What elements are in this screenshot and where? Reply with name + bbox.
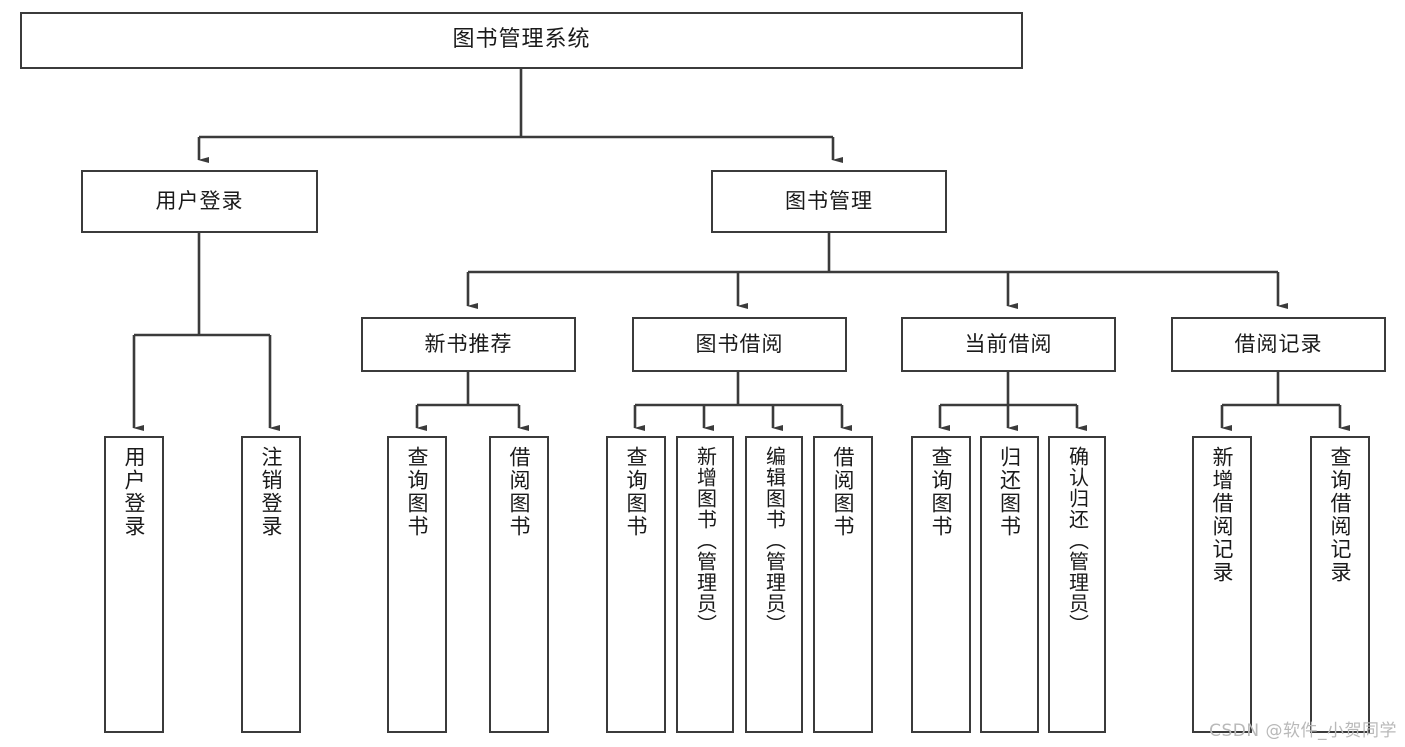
node-leaf-borrow-book-2[interactable]: 借阅图书 [813, 436, 873, 733]
node-leaf-user-login-label: 用户登录 [122, 446, 147, 538]
node-leaf-query-book-1-label: 查询图书 [405, 446, 430, 538]
node-leaf-logout[interactable]: 注销登录 [241, 436, 301, 733]
node-leaf-query-book-2[interactable]: 查询图书 [606, 436, 666, 733]
node-leaf-query-book-1[interactable]: 查询图书 [387, 436, 447, 733]
node-user-login-label: 用户登录 [155, 188, 244, 213]
node-book-manage[interactable]: 图书管理 [711, 170, 947, 233]
node-leaf-confirm-return[interactable]: 确认归还（管理员） [1048, 436, 1106, 733]
node-leaf-add-record-label: 新增借阅记录 [1210, 446, 1235, 584]
node-new-book-rec[interactable]: 新书推荐 [361, 317, 576, 372]
node-leaf-user-login[interactable]: 用户登录 [104, 436, 164, 733]
node-leaf-borrow-book-1[interactable]: 借阅图书 [489, 436, 549, 733]
node-leaf-add-record[interactable]: 新增借阅记录 [1192, 436, 1252, 733]
node-leaf-confirm-return-label: 确认归还（管理员） [1065, 446, 1090, 635]
node-book-borrow[interactable]: 图书借阅 [632, 317, 847, 372]
node-leaf-query-book-2-label: 查询图书 [624, 446, 649, 538]
node-leaf-add-book[interactable]: 新增图书（管理员） [676, 436, 734, 733]
node-leaf-edit-book-label: 编辑图书（管理员） [762, 446, 787, 635]
node-current-borrow-label: 当前借阅 [964, 331, 1053, 356]
node-leaf-query-record[interactable]: 查询借阅记录 [1310, 436, 1370, 733]
node-leaf-edit-book[interactable]: 编辑图书（管理员） [745, 436, 803, 733]
node-leaf-query-book-3[interactable]: 查询图书 [911, 436, 971, 733]
node-user-login[interactable]: 用户登录 [81, 170, 318, 233]
node-leaf-add-book-label: 新增图书（管理员） [693, 446, 718, 635]
node-book-borrow-label: 图书借阅 [695, 331, 784, 356]
node-borrow-record-label: 借阅记录 [1234, 331, 1323, 356]
node-leaf-query-record-label: 查询借阅记录 [1328, 446, 1353, 584]
node-leaf-return-book-label: 归还图书 [997, 446, 1022, 538]
node-book-manage-label: 图书管理 [785, 188, 873, 213]
node-root[interactable]: 图书管理系统 [20, 12, 1023, 69]
node-current-borrow[interactable]: 当前借阅 [901, 317, 1116, 372]
node-borrow-record[interactable]: 借阅记录 [1171, 317, 1386, 372]
node-leaf-query-book-3-label: 查询图书 [929, 446, 954, 538]
node-leaf-borrow-book-1-label: 借阅图书 [507, 446, 532, 538]
node-root-label: 图书管理系统 [452, 27, 591, 53]
node-new-book-rec-label: 新书推荐 [424, 331, 513, 356]
node-leaf-logout-label: 注销登录 [259, 446, 284, 538]
node-leaf-return-book[interactable]: 归还图书 [980, 436, 1039, 733]
node-leaf-borrow-book-2-label: 借阅图书 [831, 446, 856, 538]
